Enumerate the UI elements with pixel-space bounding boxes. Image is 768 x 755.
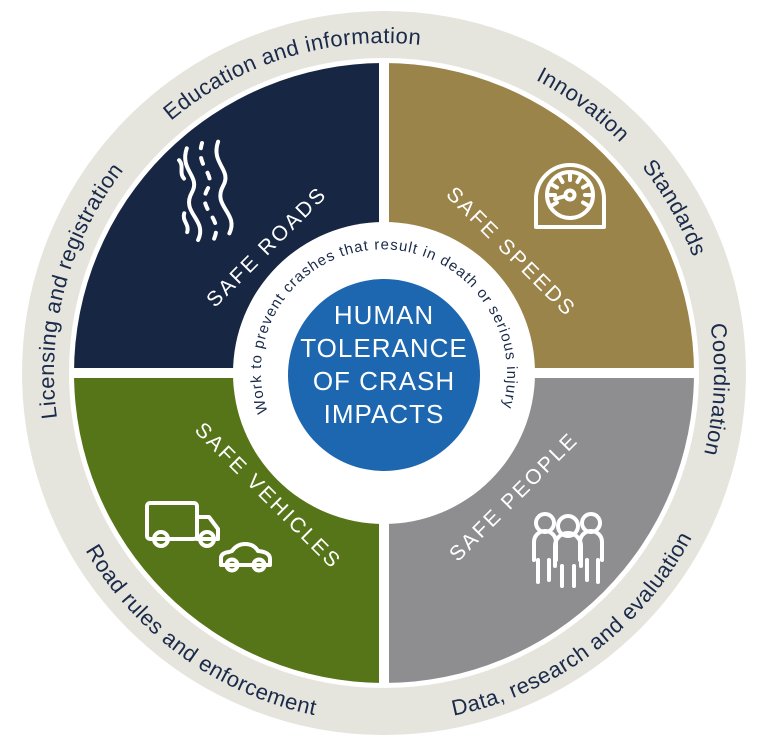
winding-road-icon bbox=[177, 139, 234, 242]
truck-and-car-icon bbox=[145, 501, 272, 573]
truck-icon bbox=[145, 501, 220, 548]
outer-ring bbox=[22, 11, 746, 735]
car-icon bbox=[219, 542, 272, 573]
person-front bbox=[553, 514, 583, 588]
people-group-icon bbox=[532, 512, 604, 588]
person-left bbox=[532, 512, 558, 584]
speedometer-icon bbox=[534, 163, 606, 229]
center-text-line-2: TOLERANCE bbox=[300, 333, 467, 363]
center-text-line-4: IMPACTS bbox=[324, 399, 445, 429]
center-text-line-3: OF CRASH bbox=[313, 366, 455, 396]
center-circle bbox=[288, 279, 480, 471]
center-text-line-1: HUMAN bbox=[334, 300, 434, 330]
